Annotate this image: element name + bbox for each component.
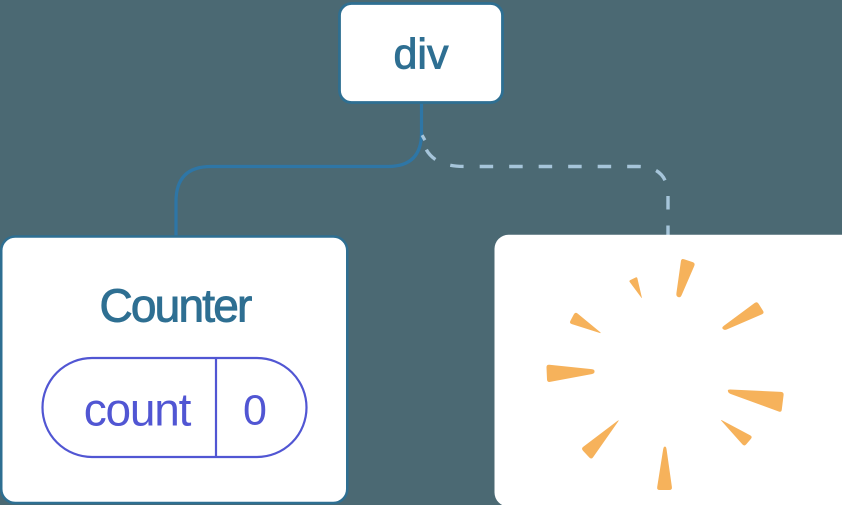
svg-text:div: div (394, 31, 449, 79)
svg-text:0: 0 (243, 387, 267, 435)
svg-text:Counter: Counter (99, 280, 252, 332)
svg-text:count: count (84, 384, 192, 436)
